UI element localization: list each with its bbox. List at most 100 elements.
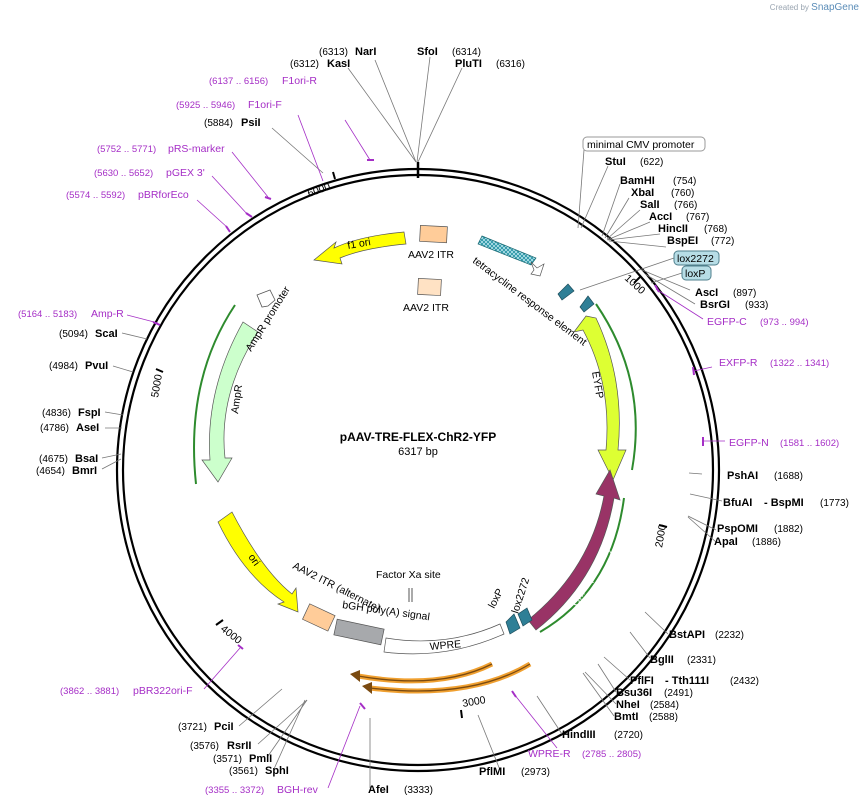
site-pos-bsrgi: (933)	[745, 300, 768, 311]
tick-5000: 5000	[149, 373, 165, 398]
feature-chr2: ChR2(H134R)	[527, 469, 625, 633]
primer-pos-f1ori-r: (6137 .. 6156)	[209, 76, 268, 87]
site-pos-nari: (6313)	[319, 47, 348, 58]
site-name-nari: NarI	[355, 46, 376, 58]
site-pos-psii: (5884)	[204, 118, 233, 129]
tick-6000: 6000	[306, 180, 332, 199]
feature-aav2-itr-alternate	[302, 603, 336, 632]
site-pos-pshai: (1688)	[774, 471, 803, 482]
site-name-bfuai: BfuAI	[723, 497, 752, 509]
site-name-bsai: BsaI	[75, 453, 98, 465]
feature-loxp-top	[579, 295, 595, 313]
site-name-rsrii: RsrII	[227, 740, 251, 752]
site-name-bspei: BspEI	[667, 235, 698, 247]
factor-xa-label: Factor Xa site	[376, 569, 441, 581]
aav2-itr-top-label: AAV2 ITR	[408, 249, 454, 261]
tre-label: tetracycline response element	[470, 255, 589, 349]
site-pos-nhei: (2584)	[650, 700, 679, 711]
primer-pos-pgex: (5630 .. 5652)	[94, 168, 153, 179]
feature-ori: ori	[217, 511, 299, 613]
plasmid-name: pAAV-TRE-FLEX-ChR2-YFP	[340, 430, 496, 444]
primer-pos-egfp-n: (1581 .. 1602)	[780, 438, 839, 449]
site-name-sfoi: SfoI	[417, 46, 438, 58]
site-name-sali: SalI	[640, 199, 660, 211]
ampr-label: AmpR	[229, 383, 245, 414]
primer-pos-pbr322ori-f: (3862 .. 3881)	[60, 686, 119, 697]
site-name-pcii: PciI	[214, 721, 234, 733]
site-name-asei: AseI	[76, 422, 99, 434]
site-pos-bsu36i: (2491)	[664, 688, 693, 699]
orf-arrows	[350, 661, 532, 694]
tick-4000: 4000	[218, 623, 244, 647]
site-name-acci: AccI	[649, 211, 672, 223]
primer-name-f1ori-f: F1ori-F	[248, 99, 282, 111]
site-name-stui: StuI	[605, 156, 626, 168]
primer-labels: (6137 .. 6156) F1ori-R (5925 .. 5946) F1…	[18, 75, 839, 796]
site-pos-bstapi: (2232)	[715, 630, 744, 641]
site-name-scai: ScaI	[95, 328, 118, 340]
site-name-afei: AfeI	[368, 784, 389, 796]
feature-lox2272-top	[557, 283, 575, 301]
feature-wpre: WPRE	[383, 623, 505, 655]
site-name-bmri: BmrI	[72, 465, 97, 477]
primer-name-prs-marker: pRS-marker	[168, 143, 225, 155]
snapgene-brand: Created by SnapGene	[770, 2, 859, 13]
bgh-label: bGH poly(A) signal	[342, 599, 431, 623]
feature-f1-ori: f1 ori	[313, 231, 407, 265]
site-pos-pspomi: (1882)	[774, 524, 803, 535]
loxp-bottom-label: loxP	[486, 587, 506, 611]
site-name-pshai: PshAI	[727, 470, 758, 482]
site-name-xbai: XbaI	[631, 187, 654, 199]
primer-name-f1ori-r: F1ori-R	[282, 75, 317, 87]
primer-pos-prs-marker: (5752 .. 5771)	[97, 144, 156, 155]
site-pos-acci: (767)	[686, 212, 709, 223]
site-name-pflfi: PflFI	[630, 675, 654, 687]
site-pos-bspei: (772)	[711, 236, 734, 247]
site-name-bglii: BglII	[650, 654, 674, 666]
minimal-cmv-promoter-text: minimal CMV promoter	[587, 139, 695, 151]
site-name-apai: ApaI	[714, 536, 738, 548]
site-pos-apai: (1886)	[752, 537, 781, 548]
site-pos-fspi: (4836)	[42, 408, 71, 419]
primer-pos-exfp-r: (1322 .. 1341)	[770, 358, 829, 369]
lox2272-outer-label: lox2272	[579, 250, 720, 291]
site-pos-pflmi: (2973)	[521, 767, 550, 778]
site-pos-pvui: (4984)	[49, 361, 78, 372]
primer-name-amp-r: Amp-R	[91, 308, 124, 320]
tick-1000: 1000	[622, 272, 648, 297]
feature-eyfp: EYFP	[573, 303, 637, 481]
primer-lines	[126, 114, 725, 789]
site-lines	[101, 56, 723, 788]
site-name-bmti: BmtI	[614, 711, 638, 723]
eyfp-label: EYFP	[589, 370, 606, 399]
primer-marks	[152, 159, 704, 710]
site-pos-scai: (5094)	[59, 329, 88, 340]
site-pos-pmli: (3571)	[213, 754, 242, 765]
site-pos-hindiii: (2720)	[614, 730, 643, 741]
loxp-outer-text: loxP	[685, 268, 705, 280]
ori-label: ori	[246, 552, 263, 568]
tick-3000: 3000	[461, 694, 486, 710]
primer-pos-f1ori-f: (5925 .. 5946)	[176, 100, 235, 111]
lox2272-bottom-label: lox2272	[509, 576, 532, 615]
site-name-tth111i: - Tth111I	[665, 675, 709, 687]
site-pos-bspmi: (1773)	[820, 498, 849, 509]
site-name-pmli: PmlI	[249, 753, 272, 765]
site-pos-sphi: (3561)	[229, 766, 258, 777]
primer-name-exfp-r: EXFP-R	[719, 357, 758, 369]
site-pos-pcii: (3721)	[178, 722, 207, 733]
site-name-bstapi: BstAPI	[669, 629, 705, 641]
site-pos-kasi: (6312)	[290, 59, 319, 70]
site-pos-rsrii: (3576)	[190, 741, 219, 752]
site-name-hindiii: HindIII	[562, 729, 596, 741]
primer-pos-bgh-rev: (3355 .. 3372)	[205, 785, 264, 796]
site-pos-bamhi: (754)	[673, 176, 696, 187]
site-pos-bglii: (2331)	[687, 655, 716, 666]
site-pos-bsai: (4675)	[39, 454, 68, 465]
primer-name-pbrforeco: pBRforEco	[138, 189, 189, 201]
site-pos-sfoi: (6314)	[452, 47, 481, 58]
site-name-pspomi: PspOMI	[717, 523, 758, 535]
site-name-bspmi: - BspMI	[764, 497, 804, 509]
site-name-psii: PsiI	[241, 117, 261, 129]
